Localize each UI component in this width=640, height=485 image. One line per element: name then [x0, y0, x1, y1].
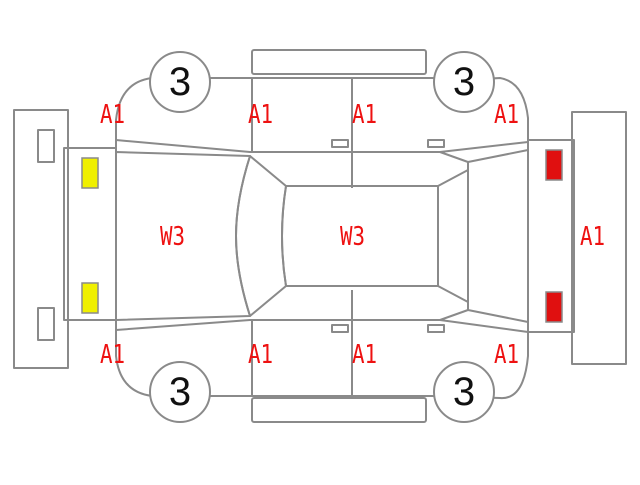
rear-light-upper: [545, 149, 563, 181]
trunk: [467, 149, 529, 323]
rear-bumper: [571, 111, 627, 365]
rear-light-lower: [545, 291, 563, 323]
damage-label-bottom-front-fender: A1: [100, 340, 126, 370]
damage-label-bottom-front-door: A1: [248, 340, 274, 370]
wheel-front-right: [149, 361, 211, 423]
front-light-upper: [81, 157, 99, 189]
damage-label-rear-bumper: A1: [580, 222, 606, 252]
damage-label-top-front-door: A1: [248, 100, 274, 130]
bottom-roof-rail: [251, 397, 427, 423]
damage-label-hood: W3: [160, 222, 186, 252]
damage-label-top-rear-door: A1: [352, 100, 378, 130]
damage-label-bottom-rear-fender: A1: [494, 340, 520, 370]
rear-window: [437, 169, 469, 303]
wheel-grade-rear-right: 3: [452, 370, 476, 414]
front-bumper-slot-upper: [37, 129, 55, 163]
windshield: [235, 155, 287, 317]
roof: [281, 185, 439, 287]
damage-label-top-rear-fender: A1: [494, 100, 520, 130]
front-bumper: [13, 109, 69, 369]
wheel-grade-front-left: 3: [168, 60, 192, 104]
damage-label-roof: W3: [340, 222, 366, 252]
wheel-rear-left: [433, 51, 495, 113]
top-roof-rail: [251, 49, 427, 75]
wheel-grade-rear-left: 3: [452, 60, 476, 104]
wheel-rear-right: [433, 361, 495, 423]
front-light-lower: [81, 282, 99, 314]
damage-label-bottom-rear-door: A1: [352, 340, 378, 370]
wheel-grade-front-right: 3: [168, 370, 192, 414]
damage-label-top-front-fender: A1: [100, 100, 126, 130]
front-bumper-slot-lower: [37, 307, 55, 341]
wheel-front-left: [149, 51, 211, 113]
